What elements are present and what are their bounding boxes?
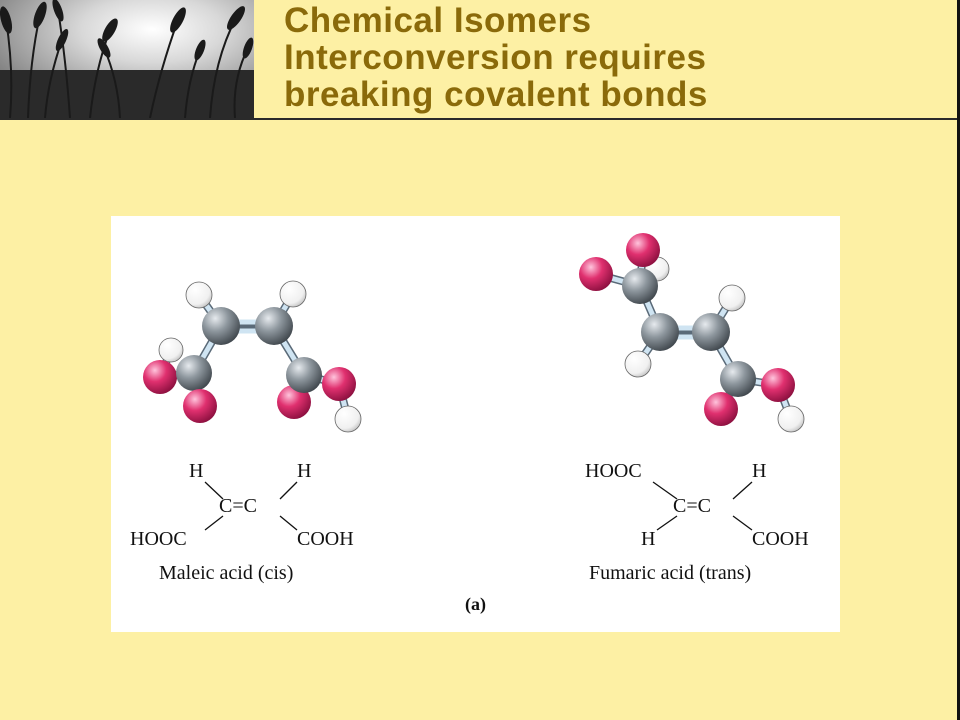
- fumaric-h-bottom-left: H: [641, 528, 655, 550]
- maleic-acid-model: [143, 280, 362, 433]
- title-line-3: breaking covalent bonds: [284, 75, 708, 114]
- fumaric-acid-model: [579, 233, 805, 433]
- oxygen-atom: [704, 392, 738, 426]
- fumaric-cooh: COOH: [752, 528, 809, 550]
- maleic-structural-formula: H H C=C HOOC COOH Maleic acid (cis): [130, 460, 354, 584]
- oxygen-atom: [626, 233, 660, 267]
- carbon-atom: [286, 357, 322, 393]
- oxygen-atom: [143, 360, 177, 394]
- carbon-atom: [176, 355, 212, 391]
- maleic-hooc: HOOC: [130, 528, 187, 550]
- fumaric-c-double-bond: C=C: [673, 495, 711, 517]
- fumaric-h-top-right: H: [752, 460, 766, 482]
- title-line-1: Chemical Isomers: [284, 1, 592, 40]
- fumaric-hooc: HOOC: [585, 460, 642, 482]
- hydrogen-atom: [279, 280, 307, 308]
- oxygen-atom: [183, 389, 217, 423]
- maleic-h-top-right: H: [297, 460, 311, 482]
- maleic-h-top-left: H: [189, 460, 203, 482]
- carbon-atom: [692, 313, 730, 351]
- carbon-atom: [720, 361, 756, 397]
- fumaric-caption: Fumaric acid (trans): [589, 562, 751, 584]
- hydrogen-atom: [718, 284, 746, 312]
- panel-label: (a): [465, 594, 486, 615]
- carbon-atom: [622, 268, 658, 304]
- hydrogen-atom: [777, 405, 805, 433]
- hydrogen-atom: [334, 405, 362, 433]
- maleic-cooh: COOH: [297, 528, 354, 550]
- title-line-2: Interconversion requires: [284, 38, 707, 77]
- hydrogen-atom: [158, 337, 184, 363]
- title-divider: [0, 118, 957, 120]
- carbon-atom: [255, 307, 293, 345]
- carbon-atom: [641, 313, 679, 351]
- hydrogen-atom: [185, 281, 213, 309]
- carbon-atom: [202, 307, 240, 345]
- maleic-caption: Maleic acid (cis): [159, 562, 293, 584]
- wheat-field-photo: [0, 0, 254, 118]
- oxygen-atom: [761, 368, 795, 402]
- hydrogen-atom: [624, 350, 652, 378]
- isomer-figure: H H C=C HOOC COOH Maleic acid (cis) HOOC…: [111, 216, 840, 632]
- oxygen-atom: [579, 257, 613, 291]
- fumaric-structural-formula: HOOC H C=C H COOH Fumaric acid (trans): [585, 460, 809, 584]
- maleic-c-double-bond: C=C: [219, 495, 257, 517]
- oxygen-atom: [322, 367, 356, 401]
- slide-title: Chemical Isomers Interconversion require…: [284, 2, 708, 113]
- slide-right-edge: [957, 0, 960, 720]
- title-bar: Chemical Isomers Interconversion require…: [254, 0, 957, 118]
- oxygen-atom: [277, 385, 311, 419]
